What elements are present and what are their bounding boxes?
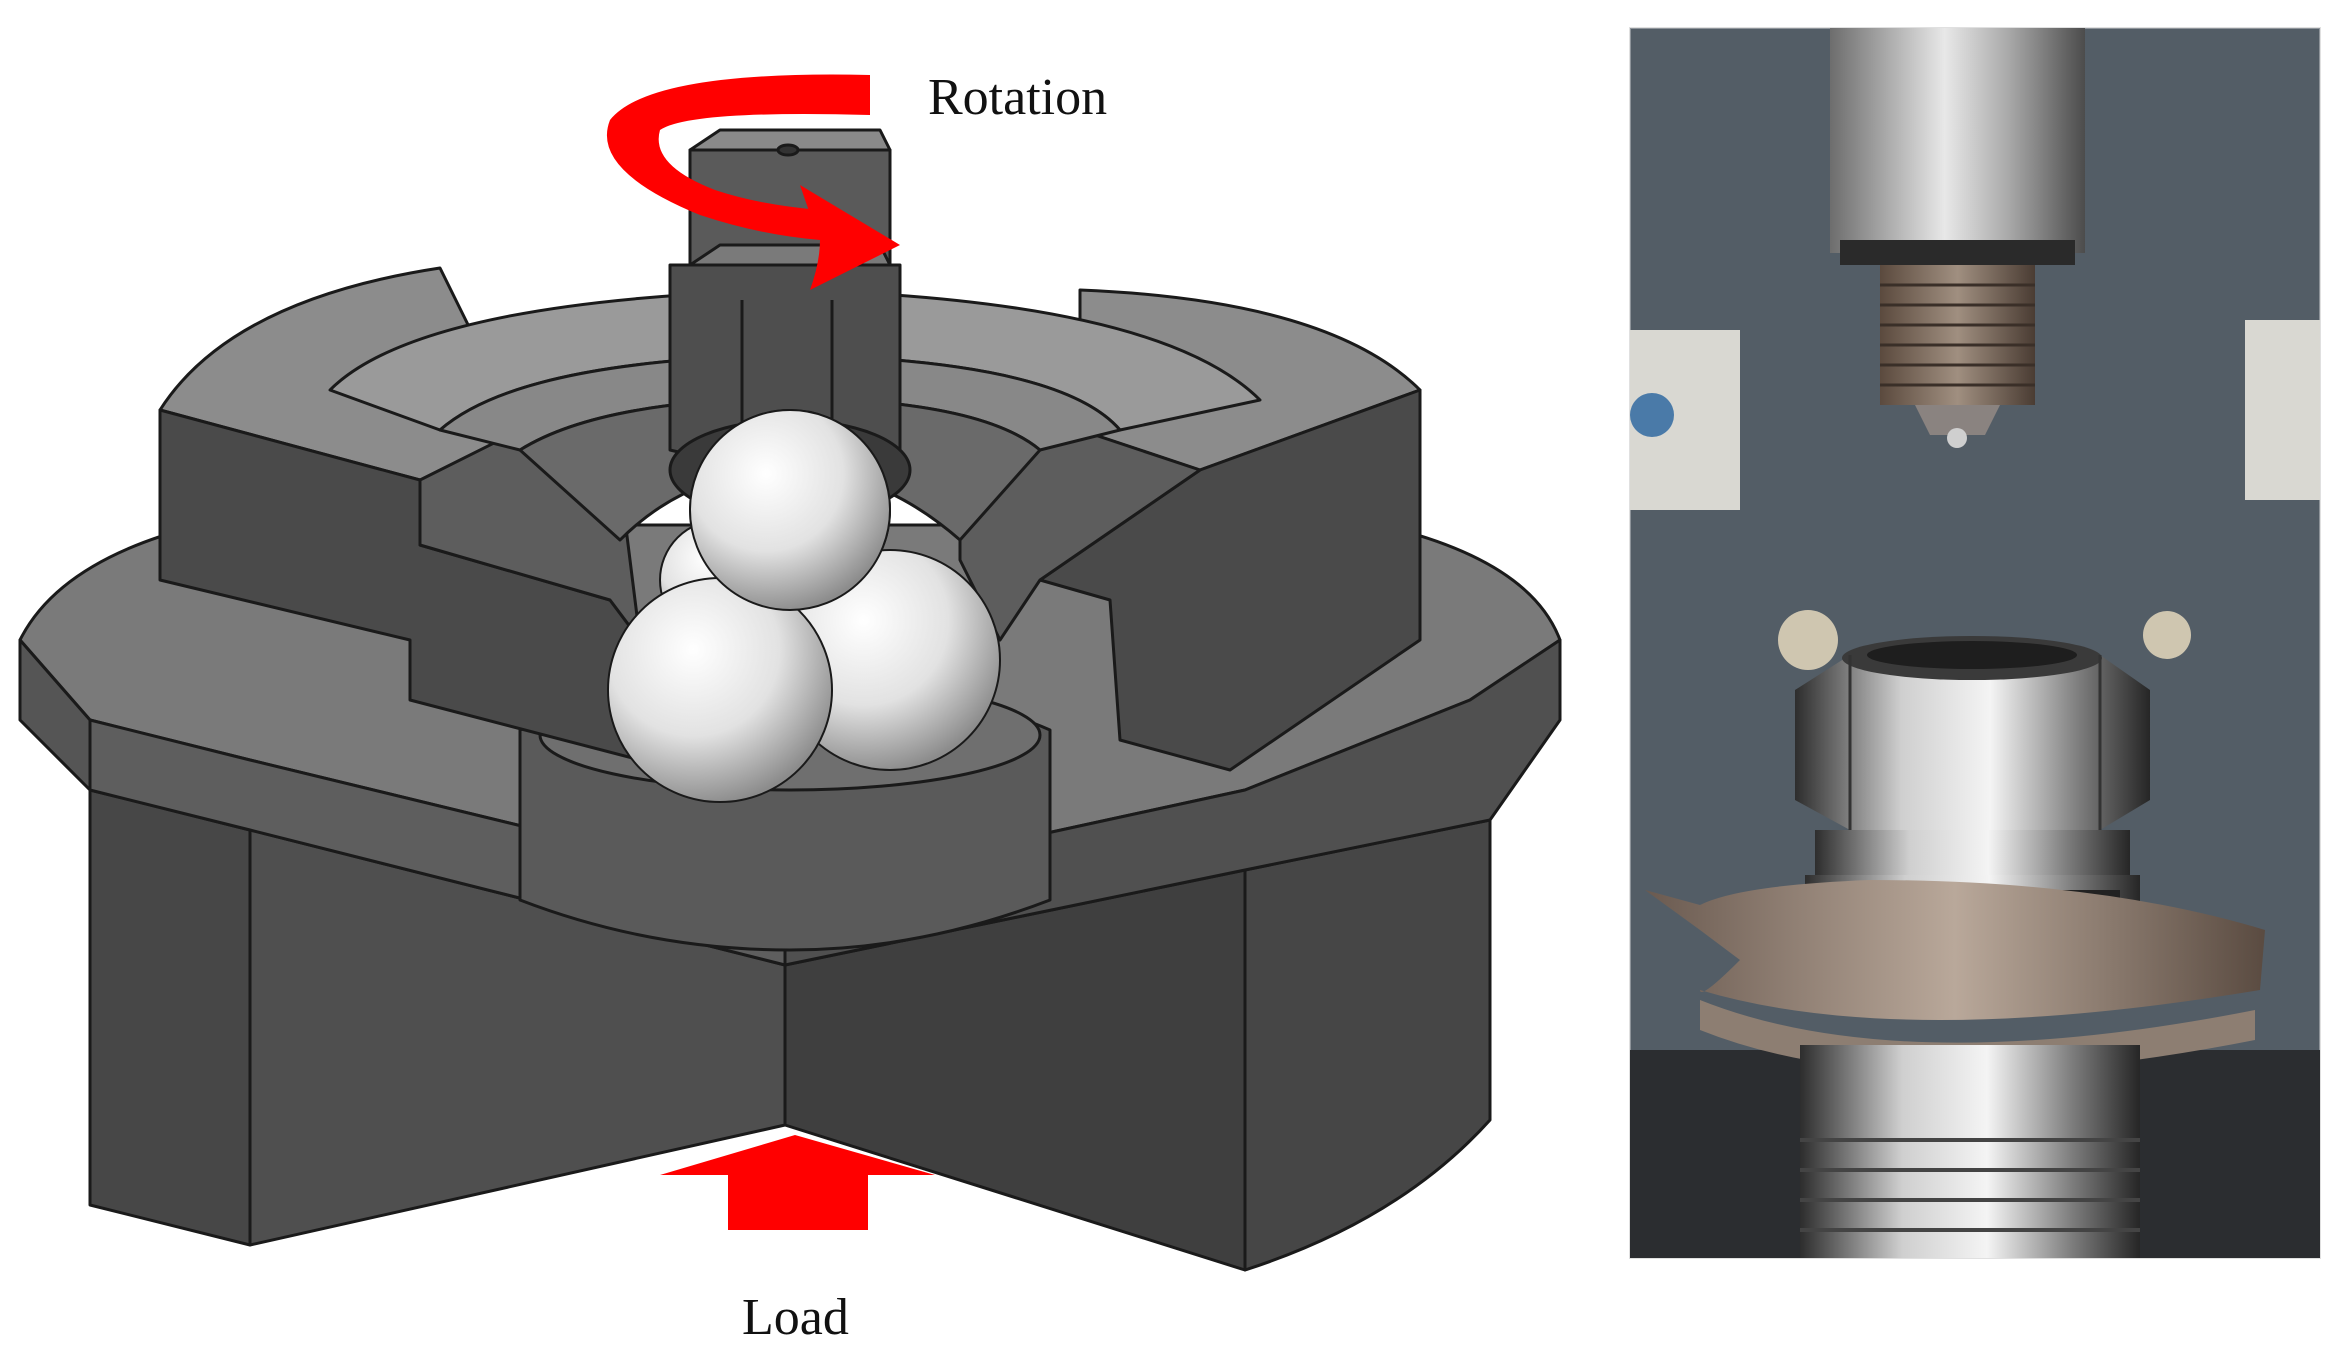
photo-disk-plate (1645, 880, 2265, 1020)
photo-spindle-thread (1880, 265, 2035, 405)
clamp-right-front (1038, 388, 1422, 772)
lower-body-right-face (1243, 818, 1492, 1272)
photo-upper-spindle (1830, 28, 2085, 253)
photo-hex-nut (1795, 655, 2150, 830)
rotation-arrow (606, 74, 900, 290)
lower-body-left-face (88, 788, 252, 1247)
load-label: Load (742, 1289, 849, 1346)
cutaway-diagram (18, 128, 1562, 1272)
load-arrow (660, 1135, 935, 1230)
rotation-label: Rotation (928, 69, 1108, 126)
clamp-right-top (1078, 288, 1422, 472)
ball-left (607, 577, 833, 803)
tester-photo (1629, 27, 2321, 1259)
photo-lower-column (1800, 1045, 2140, 1258)
photo-right-panel (2245, 320, 2320, 500)
